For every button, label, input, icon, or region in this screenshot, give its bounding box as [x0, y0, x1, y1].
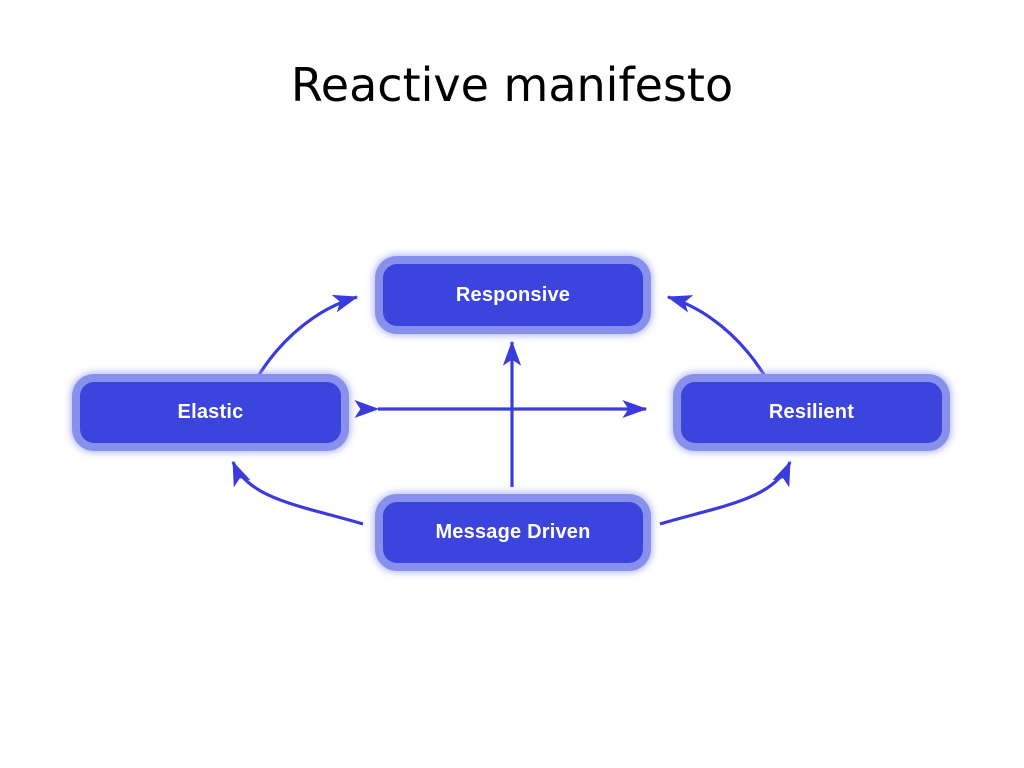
connector-arc-message-driven-to-resilient — [659, 460, 792, 526]
node-resilient-label: Resilient — [768, 401, 855, 423]
node-responsive[interactable]: Responsive — [375, 256, 651, 334]
node-resilient[interactable]: Resilient — [673, 374, 950, 451]
page-title: Reactive manifesto — [290, 58, 734, 112]
node-message-driven-label: Message Driven — [435, 521, 591, 543]
node-message-driven[interactable]: Message Driven — [375, 494, 651, 571]
connector-arc-message-driven-to-elastic — [231, 460, 364, 526]
node-responsive-label: Responsive — [455, 283, 571, 306]
node-elastic[interactable]: Elastic — [72, 374, 349, 451]
node-elastic-label: Elastic — [177, 401, 244, 423]
